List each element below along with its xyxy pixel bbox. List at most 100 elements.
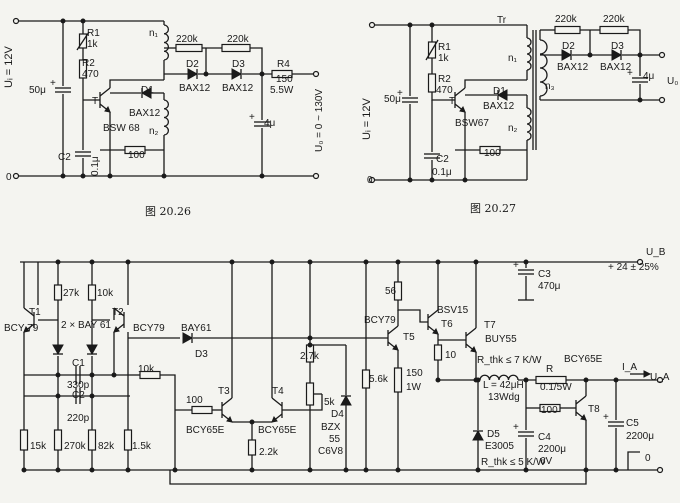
junction-dot — [395, 467, 401, 473]
wire — [464, 79, 527, 88]
fig27-d3-label: D3 — [611, 41, 624, 52]
junction-dot — [523, 259, 529, 265]
junction-dot — [107, 173, 113, 179]
junction-dot — [613, 467, 619, 473]
emitter-arrow — [226, 415, 233, 423]
junction-dot — [249, 419, 255, 425]
bottom-ua-label: U_A — [650, 372, 670, 383]
bottom-d5-diode — [472, 429, 484, 441]
bottom-c4-value: 2200μ — [538, 444, 566, 455]
junction-dot — [637, 52, 643, 58]
wire — [109, 79, 164, 88]
junction-dot — [307, 342, 313, 348]
wire — [250, 47, 263, 74]
diode-body — [231, 68, 243, 80]
fig26-r2-value: 470 — [82, 69, 99, 80]
fig27-caption: 图 20.27 — [470, 202, 516, 215]
emitter-arrow — [113, 325, 120, 333]
bottom-r1-5k-resistor — [123, 429, 133, 451]
collector-leg — [271, 397, 283, 407]
fig26-r1-variable-arrow — [76, 31, 90, 51]
junction-dot — [21, 467, 27, 473]
fig27-c2-capacitor — [424, 153, 440, 159]
diode-body — [561, 49, 573, 61]
fig27-output-capacitor: + — [627, 68, 648, 83]
bottom-r2-2k-label: 2.2k — [259, 447, 279, 458]
fig26-d2-label: D2 — [186, 59, 199, 70]
bottom-transistor-t3 — [221, 397, 233, 423]
bottom-r10-label: 10 — [445, 350, 457, 361]
junction-dot — [343, 467, 349, 473]
fig26-output-capacitor: + — [249, 112, 270, 127]
bottom-r-label: R — [546, 364, 553, 375]
terminal — [12, 172, 20, 180]
fig27-tr-label: Tr — [497, 15, 507, 26]
bottom-r27k-label: 27k — [63, 288, 80, 299]
fig26-zero-left: 0 — [6, 172, 12, 183]
coil-turns — [526, 107, 532, 141]
bottom-t3-label: T3 — [218, 386, 230, 397]
emitter-arrow — [23, 325, 30, 333]
bottom-d4-part3: C6V8 — [318, 446, 343, 457]
junction-dot — [462, 177, 468, 183]
cap-plus: + — [50, 78, 56, 89]
junction-dot — [229, 259, 235, 265]
fig27-d1-label: D1 — [493, 86, 506, 97]
bottom-inductor-wdg: 13Wdg — [488, 392, 520, 403]
coil-turns — [163, 24, 170, 61]
bottom-t1-label: T1 — [29, 307, 41, 318]
bottom-t8-label: T8 — [588, 404, 600, 415]
fig27-rtop2-label: 220k — [603, 14, 626, 25]
fig26-c2-value: 0.1μ — [90, 156, 101, 176]
fig26-t-part: BSW 68 — [103, 123, 140, 134]
bottom-t4-part: BCY65E — [258, 425, 297, 436]
bottom-t7-part: BUY55 — [485, 334, 517, 345]
bottom-c1-value: 330p — [67, 380, 90, 391]
fig26-d1-diode — [140, 87, 152, 99]
fig26-n2-label: n₂ — [149, 126, 159, 137]
cap-plus: + — [513, 422, 519, 433]
bottom-l-inductor — [479, 374, 519, 381]
junction-dot — [363, 467, 369, 473]
terminal — [368, 21, 376, 29]
fig26-c2-capacitor — [75, 151, 91, 157]
junction-dot — [637, 97, 643, 103]
fig27-transistor-t — [454, 87, 466, 113]
fig26-d2-part: BAX12 — [179, 83, 211, 94]
terminal — [312, 70, 320, 78]
bottom-t5-label: T5 — [403, 332, 415, 343]
fig26-coil-n2 — [163, 99, 170, 136]
wire — [282, 394, 323, 411]
junction-dot — [475, 467, 481, 473]
fig26-r2-label: R2 — [82, 58, 95, 69]
junction-dot — [307, 335, 313, 341]
cap-plus: + — [627, 68, 633, 79]
fig27-c2-label: C2 — [436, 154, 449, 165]
bottom-t6-part: BSV15 — [437, 305, 469, 316]
emitter-arrow — [580, 413, 587, 421]
junction-dot — [89, 467, 95, 473]
bottom-ia-label: I_A — [622, 362, 637, 373]
bottom-r15k-label: 15k — [30, 441, 47, 452]
terminal — [12, 17, 20, 25]
terminal — [658, 96, 666, 104]
inductor-turns — [479, 374, 519, 381]
bottom-r100-b-label: 100 — [186, 395, 203, 406]
emitter-arrow — [271, 415, 278, 423]
junction-dot — [161, 173, 167, 179]
bottom-t2-label: T2 — [112, 307, 124, 318]
junction-dot — [363, 259, 369, 265]
bottom-r2-2k-resistor — [247, 439, 257, 456]
bottom-r10k-b-label: 10k — [138, 364, 155, 375]
bottom-r1-5k-label: 1.5k — [132, 441, 152, 452]
fig26-d3-diode — [231, 68, 243, 80]
fig26-r4-resistor — [271, 69, 293, 79]
junction-dot — [473, 259, 479, 265]
fig27-r1-variable-arrow — [425, 39, 439, 61]
fig26-d3-label: D3 — [232, 59, 245, 70]
junction-dot — [249, 467, 255, 473]
terminal — [636, 258, 644, 266]
bottom-d5-part: E3005 — [485, 441, 514, 452]
diode-body — [496, 89, 508, 101]
fig27-d3-diode — [611, 49, 623, 61]
